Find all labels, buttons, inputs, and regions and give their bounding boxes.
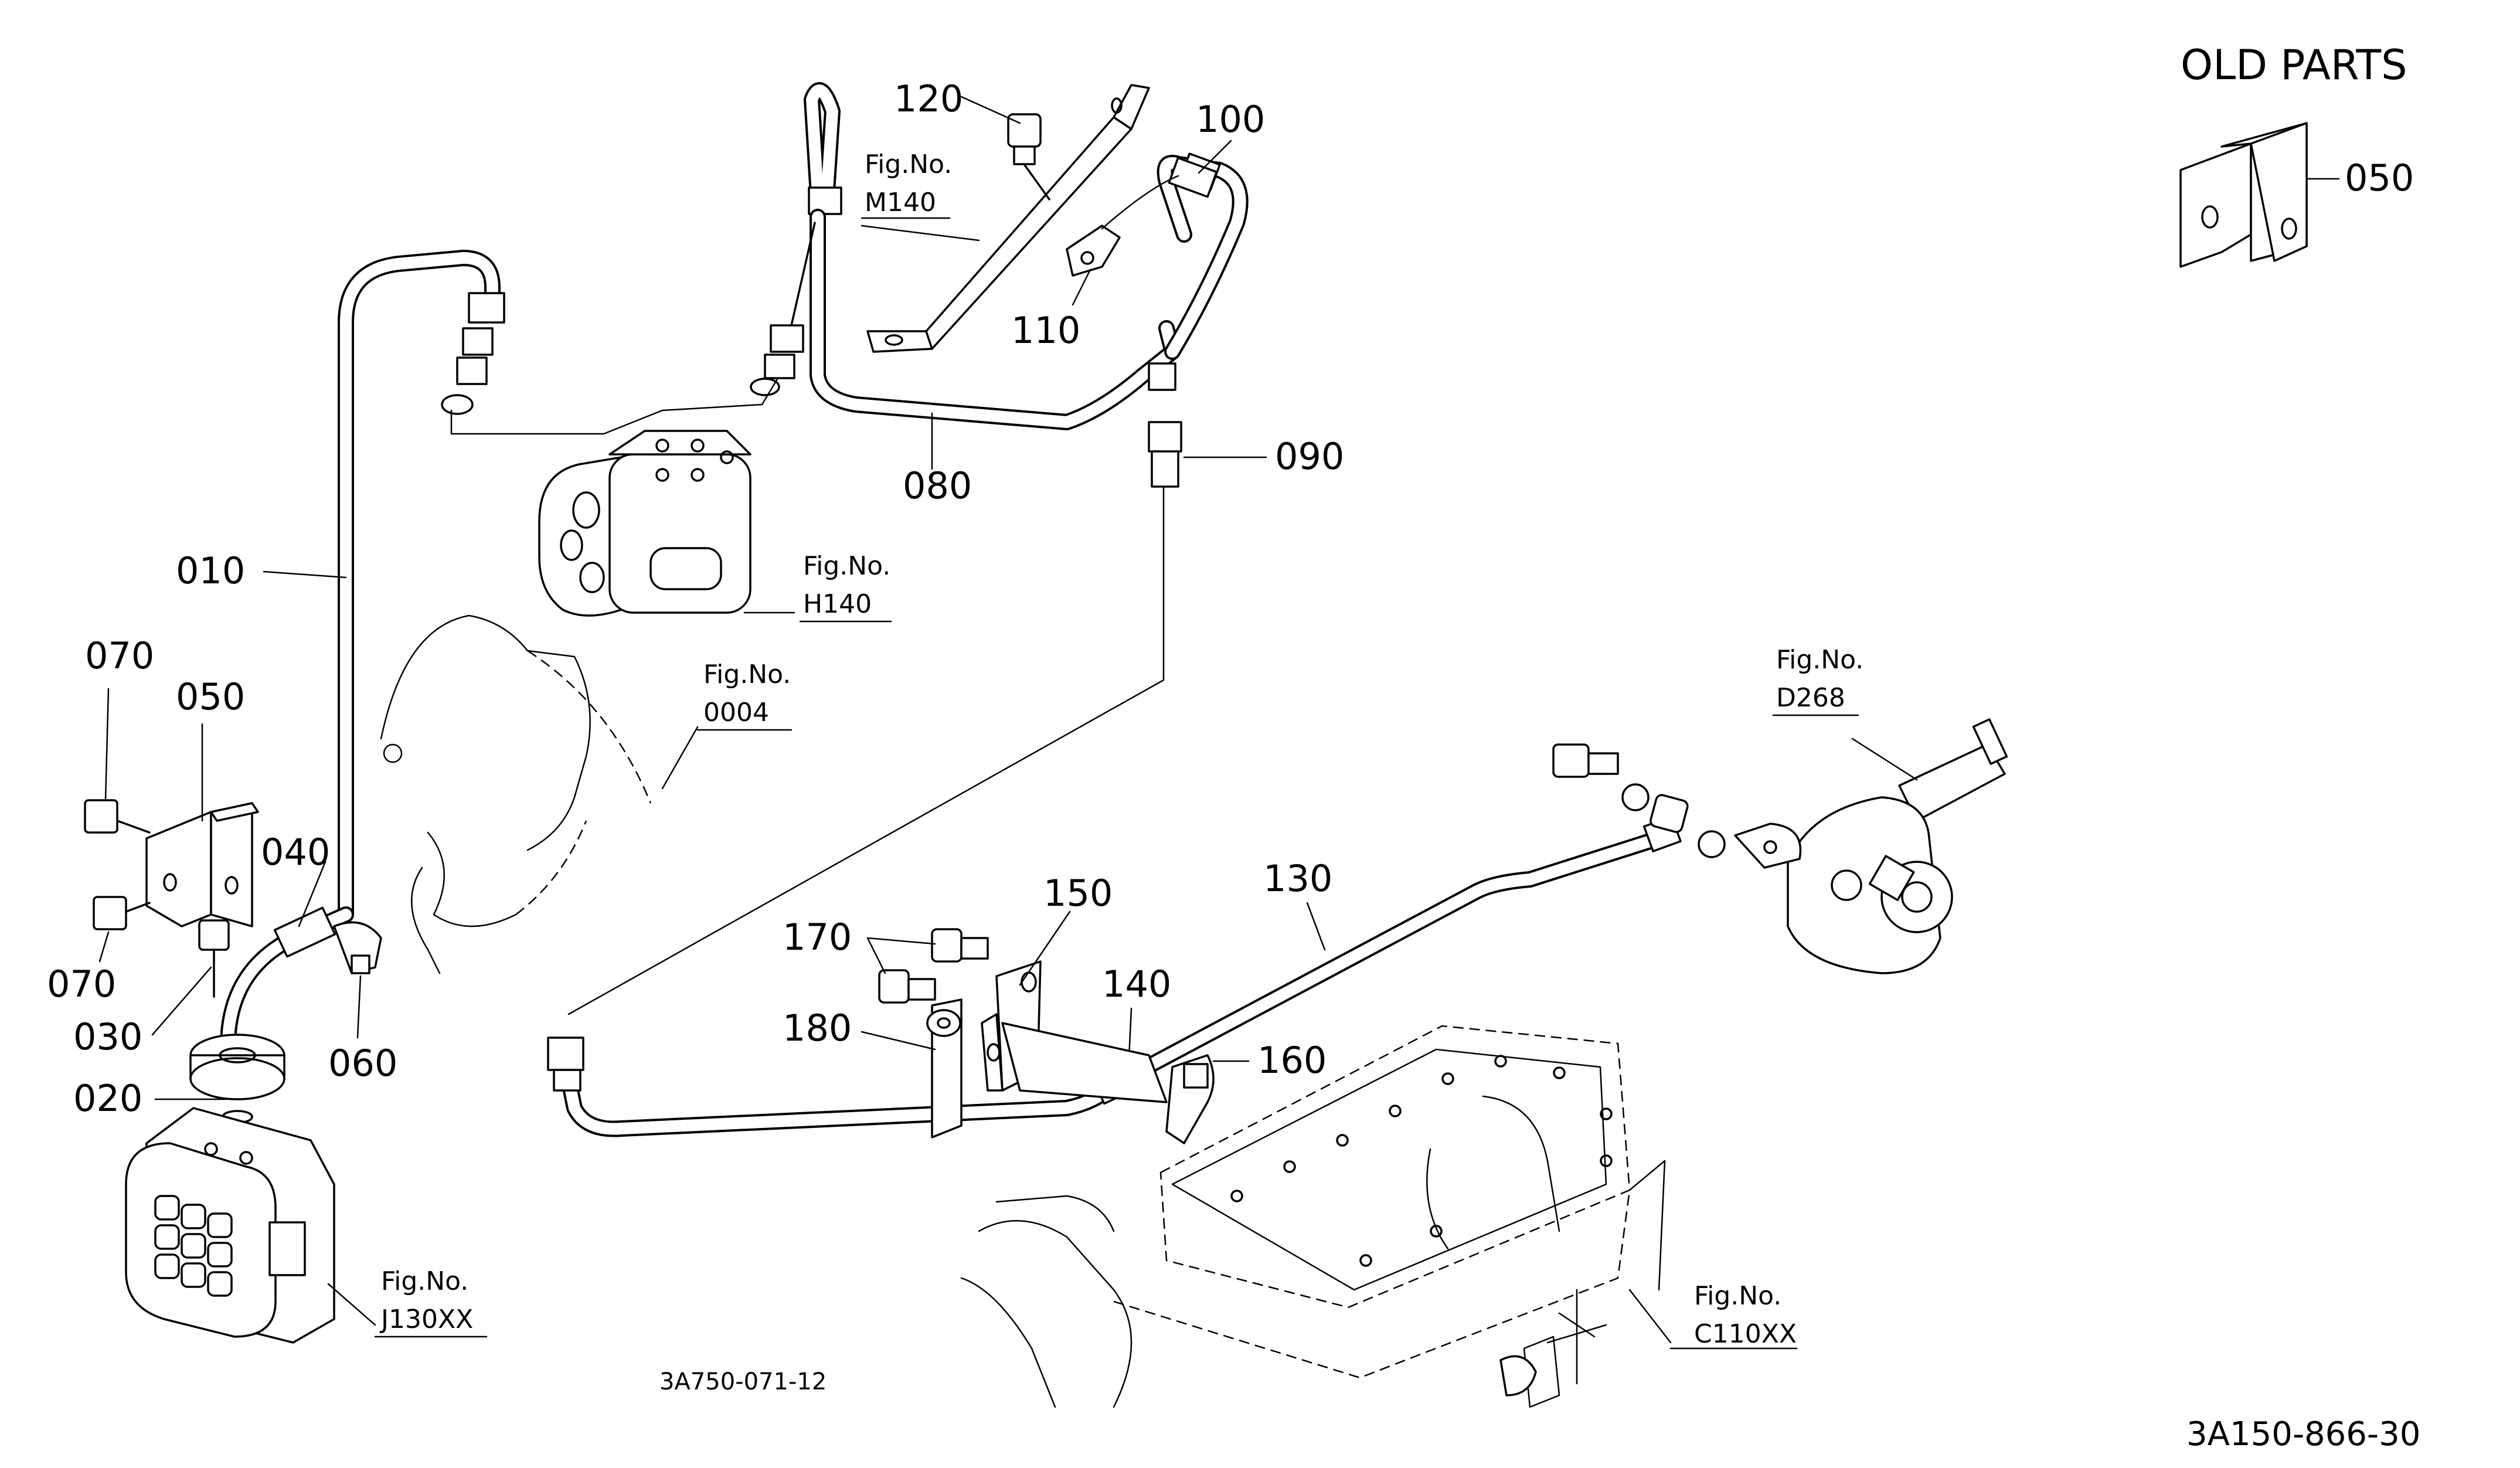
bracket-180 [926, 998, 963, 1139]
hydraulic-pump [125, 1107, 335, 1344]
bracket-050-left [145, 802, 259, 927]
fig-c110xx-code: C110XX [1694, 1319, 1797, 1349]
clamp-060 [333, 921, 382, 974]
pipe-010 [338, 250, 505, 923]
steering-unit [538, 430, 751, 617]
clamp-110 [1066, 175, 1179, 277]
label-010: 010 [176, 549, 245, 592]
label-040: 040 [261, 831, 330, 874]
label-070-top: 070 [85, 634, 154, 677]
fig-j130xx-code: J130XX [379, 1304, 473, 1334]
label-170: 170 [783, 916, 852, 959]
label-150: 150 [1043, 872, 1113, 915]
fitting-090 [1148, 421, 1182, 488]
fig-h140-code: H140 [803, 589, 872, 619]
fig-0004-code: 0004 [703, 698, 769, 728]
label-160: 160 [1257, 1039, 1327, 1082]
bolt-170-b [878, 969, 936, 1004]
label-140: 140 [1102, 963, 1171, 1005]
title-old-parts: OLD PARTS [2181, 41, 2407, 89]
fig-d268-prefix: Fig.No. [1776, 645, 1863, 675]
lift-cylinder [1552, 718, 2008, 974]
label-050-old: 050 [2345, 157, 2414, 199]
fig-0004-prefix: Fig.No. [703, 660, 791, 689]
fig-d268-code: D268 [1776, 683, 1845, 713]
sub-drawing-code: 3A750-071-12 [659, 1368, 827, 1395]
label-030: 030 [73, 1015, 142, 1058]
label-020: 020 [73, 1077, 142, 1120]
engine-housing [380, 614, 652, 974]
bolt-070-bottom [93, 896, 151, 930]
bolt-120 [1007, 113, 1050, 201]
old-bracket-050-drawing [2179, 122, 2340, 268]
label-050-left: 050 [176, 675, 245, 718]
bolt-070-top [84, 799, 151, 834]
drawing-code: 3A150-866-30 [2186, 1415, 2420, 1453]
transmission-case [960, 1025, 1666, 1408]
label-090: 090 [1275, 435, 1344, 478]
label-120: 120 [894, 77, 963, 120]
label-180: 180 [783, 1007, 852, 1049]
clamp-160 [1165, 1054, 1215, 1144]
label-100: 100 [1196, 98, 1265, 141]
label-130: 130 [1263, 857, 1332, 900]
label-070-bottom: 070 [47, 963, 116, 1005]
label-110: 110 [1011, 309, 1080, 352]
hose-040 [220, 906, 354, 1058]
fig-m140-prefix: Fig.No. [865, 149, 952, 179]
bolt-170-a [931, 928, 989, 963]
flange-020 [189, 1034, 285, 1124]
fig-j130xx-prefix: Fig.No. [381, 1266, 468, 1296]
bracket-m140 [866, 84, 1150, 353]
fig-m140-code: M140 [865, 188, 936, 218]
fig-h140-prefix: Fig.No. [803, 551, 890, 581]
fig-c110xx-prefix: Fig.No. [1694, 1281, 1781, 1311]
label-080: 080 [903, 464, 972, 507]
bolt-030 [198, 919, 230, 998]
label-060: 060 [328, 1042, 397, 1085]
